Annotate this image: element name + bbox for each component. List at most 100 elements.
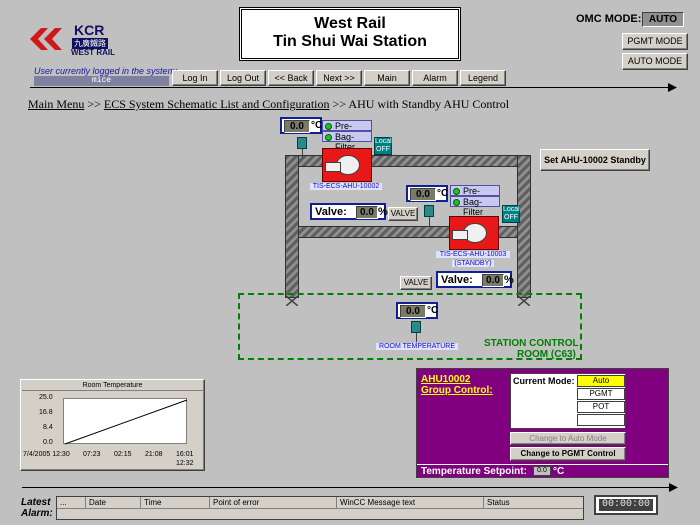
kcr-logo: KCR 九廣鐵路 WEST RAIL — [30, 22, 115, 60]
auto-mode-button[interactable]: AUTO MODE — [622, 53, 688, 70]
ahu2-fan-icon — [452, 223, 487, 243]
setpoint-bar — [417, 464, 668, 465]
ahu1-tag: TIS-ECS-AHU-10002 — [310, 183, 382, 190]
set-standby-button[interactable]: Set AHU-10002 Standby — [540, 149, 650, 171]
arrow-right-footer-icon — [669, 483, 678, 492]
mode-auto[interactable]: Auto — [577, 375, 625, 387]
mode-pot[interactable]: POT — [577, 401, 625, 413]
alarm-header-row: ... Date Time Point of error WinCC Messa… — [57, 497, 583, 509]
ahu1-valve-value: 0.0 — [356, 206, 378, 219]
setpoint-unit: °C — [553, 466, 565, 477]
main-button[interactable]: Main — [364, 70, 410, 86]
room-temp-tag: ROOM TEMPERATURE — [376, 343, 458, 350]
mode-box: Current Mode: Auto PGMT POT — [510, 373, 626, 429]
ahu1-unit[interactable] — [322, 148, 372, 182]
alarm-col-time: Time — [142, 497, 210, 509]
alarm-label-2: Alarm: — [21, 508, 53, 519]
trend-y-tick-2: 8.4 — [43, 424, 53, 431]
ahu1-off-label: OFF — [376, 146, 390, 153]
trend-x-tick-3: 21:08 — [145, 451, 163, 458]
ahu2-tag: TIS-ECS-AHU-10003 — [436, 251, 510, 258]
ahu1-valve-sensor — [424, 205, 434, 226]
ahu1-pre-filter-led — [325, 123, 332, 130]
ahu2-temp-unit: °C — [437, 188, 449, 199]
alarm-col-point: Point of error — [211, 497, 337, 509]
header-separator — [30, 87, 670, 88]
breadcrumb-ecs-list[interactable]: ECS System Schematic List and Configurat… — [103, 97, 330, 111]
ahu2-temp-display: 0.0 °C — [406, 185, 448, 202]
ahu2-pre-filter-led — [453, 188, 460, 195]
trend-x-tick-1: 07:23 — [83, 451, 101, 458]
damper-right-icon — [518, 296, 530, 306]
login-button[interactable]: Log In — [172, 70, 218, 86]
logo-westrail: WEST RAIL — [71, 48, 115, 57]
duct-right — [517, 155, 531, 298]
trend-plot — [63, 398, 188, 445]
ahu2-standby-tag: (STANDBY) — [452, 260, 494, 267]
ahu1-temp-value: 0.0 — [284, 120, 310, 133]
breadcrumb-current: >> AHU with Standby AHU Control — [329, 97, 510, 111]
trend-panel: Room Temperature 25.0 16.8 8.4 0.0 7/4/2… — [20, 379, 205, 471]
group-title-1: AHU10002 — [421, 374, 471, 385]
alarm-label-1: Latest — [21, 497, 51, 508]
ahu2-unit[interactable] — [449, 216, 499, 250]
ahu1-bag-filter: Bag-Filter — [322, 131, 372, 152]
ahu2-valve-label: Valve: — [441, 274, 473, 286]
alarm-col-date: Date — [87, 497, 141, 509]
breadcrumb-sep: >> — [84, 97, 104, 111]
mode-pgmt[interactable]: PGMT — [577, 388, 625, 400]
ahu2-bag-filter: Bag-Filter — [450, 196, 500, 217]
trend-y-tick-1: 16.8 — [39, 409, 53, 416]
trend-line — [64, 399, 188, 445]
pgmt-mode-button[interactable]: PGMT MODE — [622, 33, 688, 50]
ahu2-valve-unit: % — [504, 274, 514, 286]
ahu2-local-label: Local — [503, 206, 520, 213]
kcr-logo-icon — [30, 28, 62, 50]
footer-separator — [22, 487, 672, 488]
trend-x-tick-0: 7/4/2005 12:30 — [23, 451, 70, 458]
damper-left-icon — [286, 296, 298, 306]
login-label: User currently logged in the system: — [34, 66, 178, 76]
ahu1-temp-sensor — [297, 137, 307, 158]
alarm-col-message: WinCC Message text — [338, 497, 484, 509]
station-control-room — [238, 293, 582, 360]
legend-button[interactable]: Legend — [460, 70, 506, 86]
ahu1-valve-display: Valve: 0.0 % — [310, 203, 388, 220]
ahu2-pre-filter: Pre-Filter — [450, 185, 500, 206]
room-temp-sensor — [411, 321, 421, 342]
alarm-clock: 00:00:00 — [594, 495, 658, 515]
ahu2-valve-display: Valve: 0.0 % — [436, 271, 514, 288]
current-mode-label: Current Mode: — [513, 376, 575, 386]
group-control-panel: AHU10002 Group Control: Current Mode: Au… — [416, 368, 669, 478]
change-pgmt-button[interactable]: Change to PGMT Control — [510, 447, 626, 461]
ahu2-valve-value: 0.0 — [482, 274, 504, 287]
ahu1-valve-unit: % — [378, 206, 388, 218]
change-auto-button[interactable]: Change to Auto Mode — [510, 432, 626, 445]
breadcrumb: Main Menu >> ECS System Schematic List a… — [28, 97, 509, 112]
setpoint-value[interactable]: 0.0 — [533, 466, 551, 476]
ahu2-off-label: OFF — [504, 214, 518, 221]
ahu1-pre-filter: Pre-Filter — [322, 120, 372, 141]
room-label-2: ROOM (C63) — [517, 349, 576, 360]
back-button[interactable]: << Back — [268, 70, 314, 86]
ahu1-valve-button[interactable]: VALVE — [388, 207, 418, 221]
ahu1-bag-filter-label: Bag-Filter — [335, 132, 355, 152]
duct-left — [285, 155, 299, 298]
setpoint-label: Temperature Setpoint: — [421, 466, 527, 477]
next-button[interactable]: Next >> — [316, 70, 362, 86]
alarm-button[interactable]: Alarm — [412, 70, 458, 86]
arrow-right-icon — [668, 83, 677, 92]
ahu1-local-label: Local — [375, 138, 392, 145]
trend-x-tick-4: 16:01 — [176, 451, 194, 458]
logout-button[interactable]: Log Out — [220, 70, 266, 86]
alarm-clock-value: 00:00:00 — [599, 499, 653, 511]
group-title-2: Group Control: — [421, 385, 493, 396]
alarm-table[interactable]: ... Date Time Point of error WinCC Messa… — [56, 496, 584, 520]
logo-chinese: 九廣鐵路 — [72, 38, 108, 49]
title-line1: West Rail — [314, 15, 386, 32]
trend-y-tick-0: 25.0 — [39, 394, 53, 401]
ahu2-valve-button[interactable]: VALVE — [400, 276, 432, 290]
room-label-1: STATION CONTROL — [484, 338, 579, 349]
breadcrumb-main-menu[interactable]: Main Menu — [28, 97, 85, 111]
